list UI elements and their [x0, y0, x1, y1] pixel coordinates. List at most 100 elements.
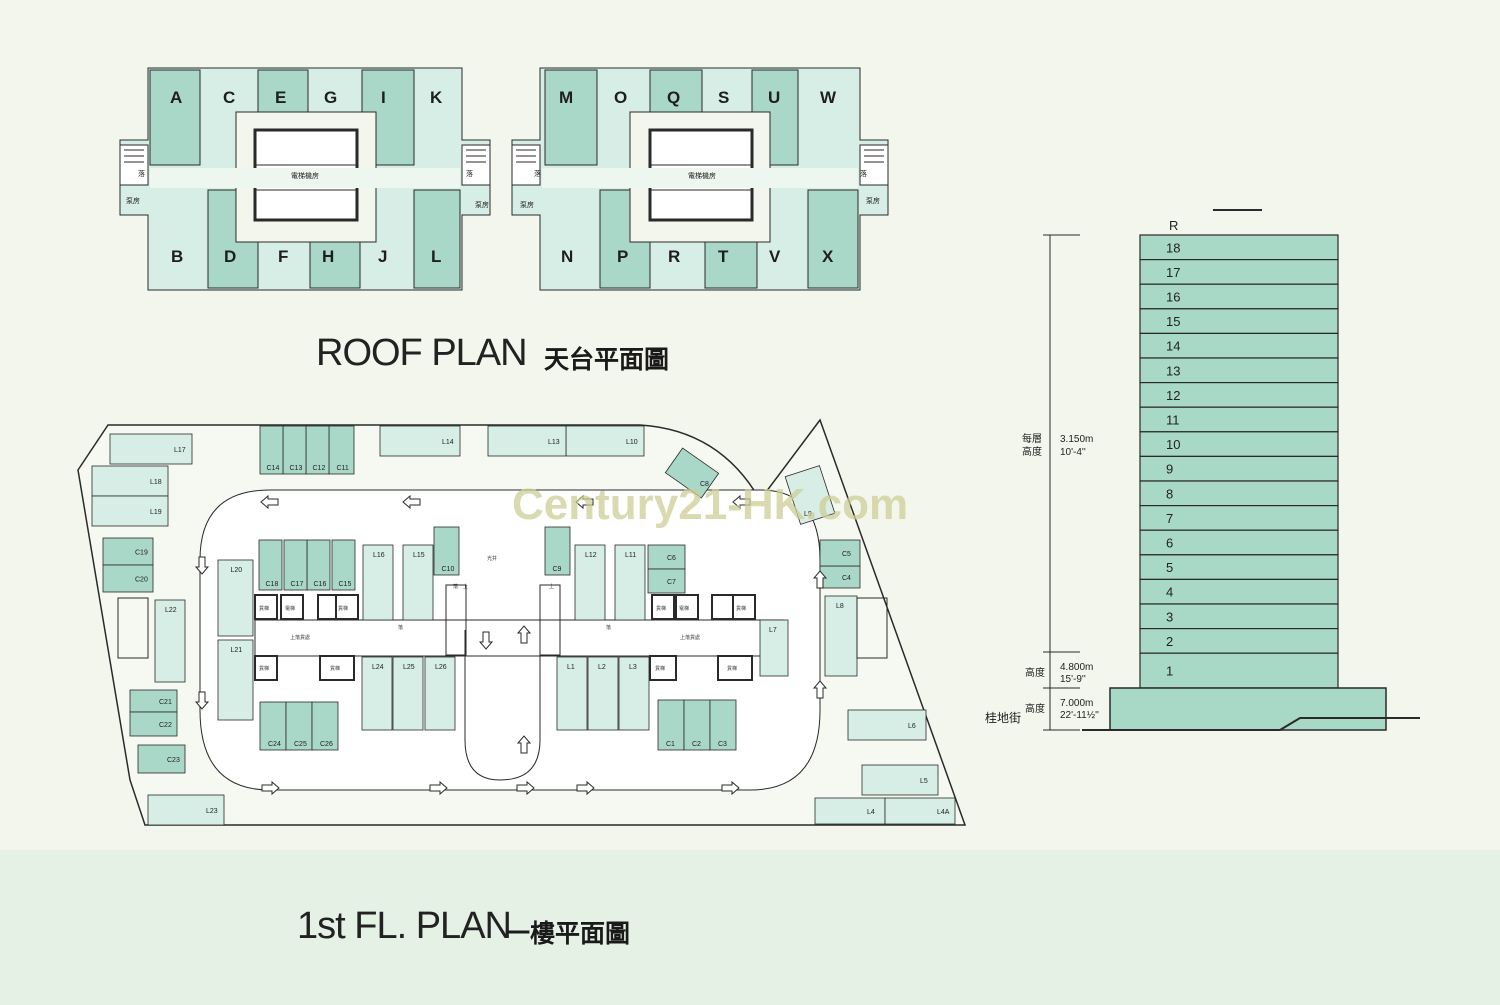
- circulation-arrow: [402, 494, 421, 510]
- circulation-arrow: [429, 780, 448, 796]
- shop-label-c9: C9: [553, 566, 562, 573]
- section-floor-label-18: 18: [1166, 240, 1180, 255]
- roof-pump-room-2: 泵房: [475, 200, 489, 209]
- lift-label-9: 貨梯: [655, 665, 665, 672]
- roof-unit-m: M: [559, 88, 573, 107]
- section-floor-band-5: [1139, 554, 1339, 580]
- shop-label-l26: L26: [435, 664, 447, 671]
- loading-area-right: 上落貨處: [680, 634, 700, 641]
- shop-label-c6: C6: [667, 555, 676, 562]
- roof-unit-l: L: [431, 247, 441, 266]
- shop-l21: [217, 639, 254, 721]
- shop-l11: [614, 544, 646, 621]
- shop-label-l15: L15: [413, 552, 425, 559]
- shop-label-c1: C1: [666, 741, 675, 748]
- shop-label-c13: C13: [290, 465, 303, 472]
- first-floor-height-ft: 15'-9'': [1060, 674, 1086, 685]
- roof-down-1: 落: [138, 169, 145, 178]
- typical-height-label-2: 高度: [1022, 445, 1042, 458]
- circulation-arrow: [812, 680, 828, 699]
- circulation-arrow: [516, 625, 532, 644]
- shop-l22: [154, 599, 186, 683]
- shop-c9: [544, 526, 571, 576]
- roof-plan-title: ROOF PLAN: [316, 332, 528, 374]
- shop-l9: [784, 465, 836, 525]
- lift-cores: [254, 594, 756, 681]
- section-floor-band-18: [1139, 234, 1339, 261]
- circulation-arrow: [516, 735, 532, 754]
- shop-c5: [819, 539, 861, 567]
- roof-unit-c: C: [223, 88, 235, 107]
- section-floor-band-12: [1139, 382, 1339, 408]
- shop-c26: [311, 701, 339, 751]
- shop-c22: [129, 711, 178, 737]
- shop-label-l9: L9: [804, 511, 812, 518]
- section-floor-band-4: [1139, 578, 1339, 605]
- section-floor-label-11: 11: [1166, 413, 1180, 428]
- section-floor-label-15: 15: [1166, 314, 1180, 329]
- shop-c7: [647, 568, 686, 594]
- shop-label-c11: C11: [337, 465, 349, 472]
- shop-c4: [819, 565, 861, 589]
- shop-l12: [574, 544, 606, 621]
- section-floor-label-6: 6: [1166, 536, 1173, 551]
- ground-floor-height-m: 7.000m: [1060, 698, 1093, 709]
- shop-l17: [109, 433, 193, 465]
- shop-label-c22: C22: [159, 722, 172, 729]
- circulation-arrow: [576, 780, 595, 796]
- section-floor-band-7: [1139, 505, 1339, 531]
- stairs: [117, 584, 888, 659]
- shop-c11: [328, 425, 355, 475]
- shop-label-c12: C12: [313, 465, 326, 472]
- shop-label-c8: C8: [700, 481, 709, 488]
- shop-c14: [259, 425, 284, 475]
- section-floor-label-1: 1: [1166, 664, 1173, 679]
- shop-l26: [424, 656, 456, 731]
- shop-l3: [618, 656, 650, 731]
- shop-c24: [259, 701, 287, 751]
- roof-plan-right-wing: [511, 67, 889, 291]
- ground-floor-height-label: 高度: [1025, 702, 1045, 715]
- roof-unit-k: K: [430, 88, 443, 107]
- shop-c10: [433, 526, 460, 576]
- shop-label-c20: C20: [135, 577, 148, 584]
- section-floor-label-7: 7: [1166, 511, 1173, 526]
- shop-label-l25: L25: [403, 664, 415, 671]
- shop-c3: [709, 699, 737, 751]
- shop-label-l14: L14: [442, 439, 454, 446]
- shop-label-c3: C3: [718, 741, 727, 748]
- roof-machine-room-right: 電梯機房: [688, 171, 716, 180]
- typical-height-label-1: 每層: [1022, 432, 1042, 445]
- roof-unit-n: N: [561, 247, 573, 266]
- section-floor-band-14: [1139, 332, 1339, 359]
- circulation-arrow: [260, 494, 279, 510]
- section-floor-label-10: 10: [1166, 437, 1180, 452]
- section-floor-label-3: 3: [1166, 609, 1173, 624]
- shop-l18: [91, 465, 169, 497]
- shop-l20: [217, 559, 254, 637]
- shop-c20: [102, 564, 154, 593]
- typical-height-m: 3.150m: [1060, 434, 1093, 445]
- down-3: 落: [453, 583, 458, 590]
- shop-l2: [587, 656, 619, 731]
- shop-label-l8: L8: [836, 603, 844, 610]
- shop-label-c4: C4: [842, 575, 851, 582]
- loading-area-left: 上落貨處: [290, 634, 310, 641]
- shop-l5: [861, 764, 939, 796]
- shop-label-l6: L6: [908, 723, 916, 730]
- roof-unit-j: J: [378, 247, 387, 266]
- shop-label-c24: C24: [268, 741, 281, 748]
- shop-label-l10: L10: [626, 439, 638, 446]
- shop-l14: [379, 425, 461, 457]
- section-floor-band-8: [1139, 480, 1339, 507]
- roof-unit-a: A: [170, 88, 182, 107]
- roof-pump-room-3: 泵房: [520, 200, 534, 209]
- shop-label-l4: L4: [867, 809, 875, 816]
- roof-unit-v: V: [769, 247, 781, 266]
- up-1: 上: [549, 583, 554, 590]
- shop-label-c26: C26: [320, 741, 333, 748]
- section-floor-band-9: [1139, 455, 1339, 482]
- first-floor-height-label: 高度: [1025, 666, 1045, 679]
- roof-unit-g: G: [324, 88, 337, 107]
- shop-c6: [647, 544, 686, 570]
